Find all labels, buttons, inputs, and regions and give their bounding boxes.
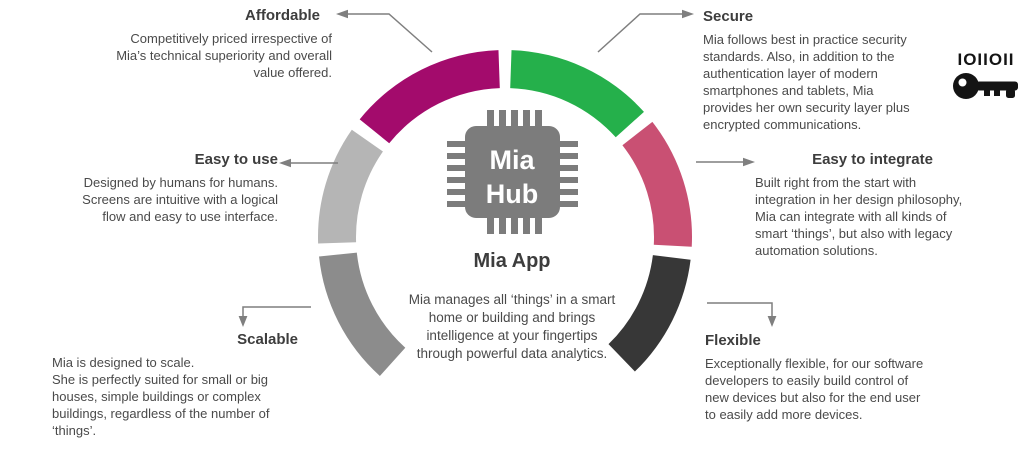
feature-title: Easy to integrate [812, 151, 933, 168]
ring-segment-easy-to-use [318, 129, 383, 244]
feature-description: Built right from the start with integrat… [755, 175, 963, 258]
feature-easy-to-use: Easy to use Designed by humans for human… [10, 150, 278, 225]
mia-app-title: Mia App [473, 250, 551, 272]
feature-description: Exceptionally flexible, for our software… [705, 356, 924, 422]
arrow-affordable-line [348, 13, 433, 53]
feature-description: Mia is designed to scale. She is perfect… [52, 355, 270, 438]
arrow-flexible-head [767, 316, 777, 327]
key-icon [953, 73, 1018, 99]
security-key-badge: IOIIOII [949, 50, 1023, 109]
mia-hub-chip-icon: Mia Hub [447, 110, 578, 234]
arrow-secure-head [682, 9, 694, 19]
mia-app-description: Mia manages all ‘things’ in a smart home… [408, 292, 616, 361]
feature-easy-to-integrate: Easy to integrate Built right from the s… [755, 150, 990, 259]
feature-description: Mia follows best in practice security st… [703, 32, 910, 132]
ring-segment-scalable [319, 252, 406, 376]
feature-description: Designed by humans for humans. Screens a… [82, 175, 278, 224]
feature-secure: Secure Mia follows best in practice secu… [703, 7, 949, 133]
arrow-secure-line [597, 13, 682, 53]
feature-scalable: Scalable Mia is designed to scale. She i… [52, 330, 322, 439]
arrow-scalable-head [238, 316, 248, 327]
feature-title: Affordable [245, 7, 320, 24]
feature-flexible: Flexible Exceptionally flexible, for our… [705, 331, 990, 423]
feature-affordable: Affordable Competitively priced irrespec… [30, 6, 332, 81]
binary-text: IOIIOII [957, 50, 1015, 69]
arrow-flexible-line [707, 302, 773, 316]
ring-segment-easy-to-integrate [622, 121, 692, 247]
feature-ring [318, 50, 692, 376]
ring-segment-affordable [359, 50, 500, 144]
chip-body [465, 126, 560, 218]
arrow-easy-to-integrate-head [743, 157, 755, 167]
feature-title: Flexible [705, 332, 761, 349]
chip-label-line2: Hub [486, 179, 538, 209]
mia-app-section: Mia App [412, 250, 612, 273]
connector-arrows [238, 9, 777, 327]
ring-segment-secure [510, 50, 644, 138]
mia-app-description-block: Mia manages all ‘things’ in a smart home… [367, 291, 657, 363]
feature-description: Competitively priced irrespective of Mia… [116, 31, 332, 80]
chip-label-line1: Mia [489, 145, 535, 175]
feature-title: Easy to use [194, 151, 278, 168]
arrow-easy-to-use-head [279, 158, 291, 168]
arrow-affordable-head [336, 9, 348, 19]
ring-segment-flexible [608, 255, 691, 372]
arrow-scalable-line [242, 306, 311, 316]
feature-title: Secure [703, 8, 754, 25]
feature-title: Scalable [237, 331, 298, 348]
